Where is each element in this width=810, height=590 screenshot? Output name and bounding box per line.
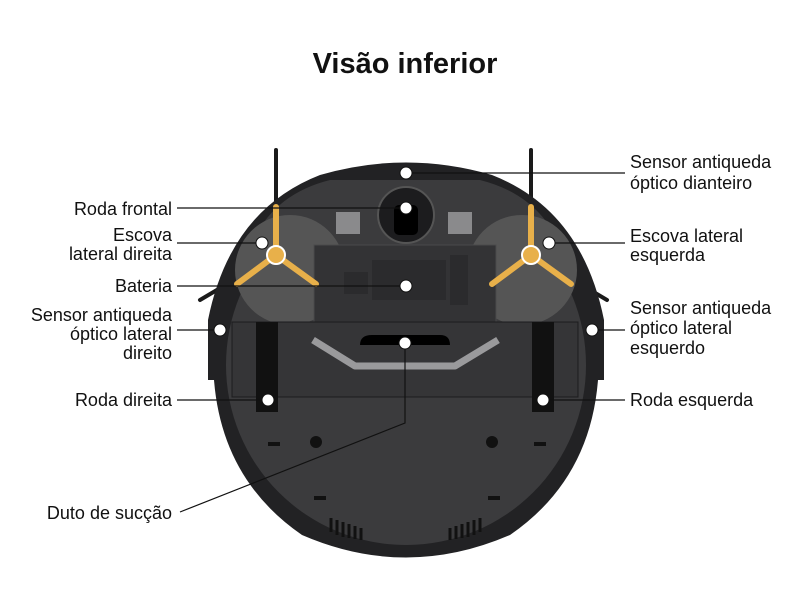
- label-right-sensor-2: óptico lateral: [70, 324, 172, 344]
- label-left-wheel: Roda esquerda: [630, 390, 754, 410]
- label-left-sensor-3: esquerdo: [630, 338, 705, 358]
- label-battery: Bateria: [115, 276, 173, 296]
- label-right-sensor-3: direito: [123, 343, 172, 363]
- label-right-brush-2: lateral direita: [69, 244, 173, 264]
- diagram-title: Visão inferior: [312, 48, 498, 80]
- callout-dots: [213, 166, 599, 407]
- leader-lines: [177, 172, 625, 513]
- label-suction-duct: Duto de sucção: [47, 503, 172, 523]
- label-left-sensor-1: Sensor antiqueda: [630, 298, 772, 318]
- label-right-wheel: Roda direita: [75, 390, 173, 410]
- label-left-brush-1: Escova lateral: [630, 226, 743, 246]
- label-front-sensor-1: Sensor antiqueda: [630, 152, 772, 172]
- label-left-brush-2: esquerda: [630, 245, 706, 265]
- label-front-sensor-2: óptico dianteiro: [630, 173, 752, 193]
- robot-body: [208, 162, 604, 558]
- label-left-sensor-2: óptico lateral: [630, 318, 732, 338]
- label-right-brush-1: Escova: [113, 225, 173, 245]
- vent-slots: [329, 518, 482, 540]
- label-front-wheel: Roda frontal: [74, 199, 172, 219]
- label-right-sensor-1: Sensor antiqueda: [31, 305, 173, 325]
